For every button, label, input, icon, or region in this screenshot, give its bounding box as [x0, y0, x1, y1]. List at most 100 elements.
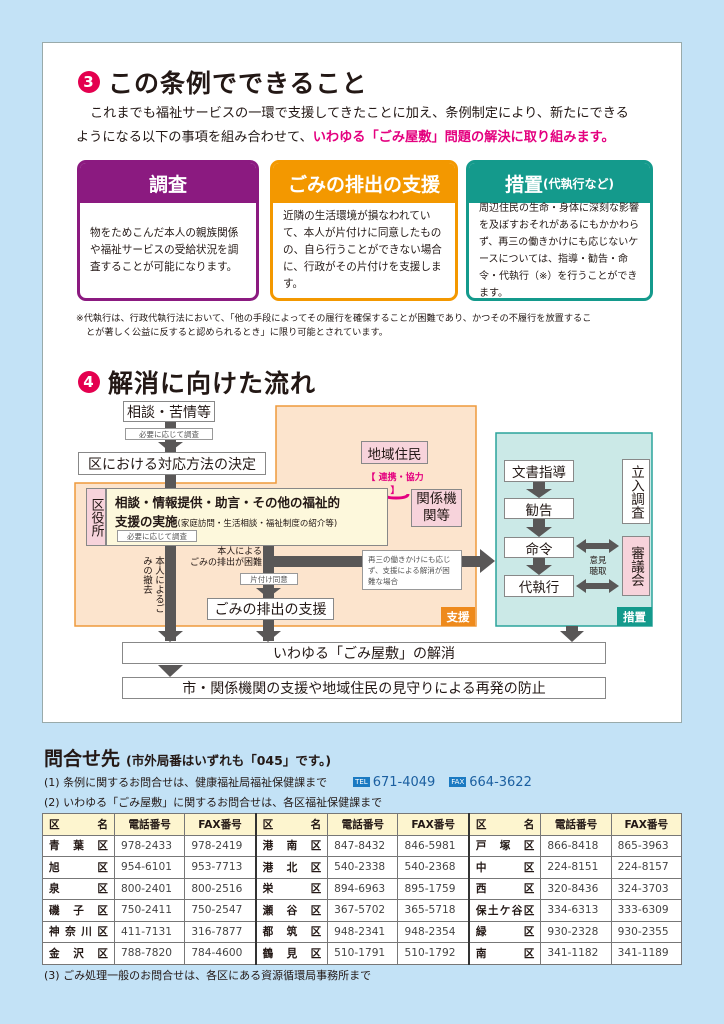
section-number-badge: 3: [78, 71, 100, 93]
intro-line2: ようになる以下の事項を組み合わせて、いわゆる「ごみ屋敷」問題の解決に取り組みます…: [76, 126, 615, 145]
ward-name: 金沢区: [42, 942, 115, 965]
section3-title: 3 この条例でできること: [78, 64, 368, 100]
intro-plain: ようになる以下の事項を組み合わせて、: [76, 130, 313, 145]
ward-name: 神奈川区: [42, 920, 115, 943]
fax-number: 324-3703: [610, 877, 683, 900]
cooperation-text: 連携・協力: [378, 473, 424, 483]
column-header: 区 名: [42, 813, 115, 836]
ward-office-label: 区役所: [86, 488, 106, 546]
arrow-right-icon: [480, 549, 495, 573]
phone-number: 540-2338: [327, 856, 399, 879]
fax-number: 341-1189: [610, 942, 683, 965]
self-removal-label: 本人によるごみの撤去: [141, 556, 164, 613]
fax-number: 978-2419: [184, 834, 257, 857]
intro-line1: これまでも福祉サービスの一環で支援してきたことに加え、条例制定により、新たにでき…: [90, 106, 629, 121]
decision-box: 区における対応方法の決定: [78, 452, 266, 475]
fax-icon: FAX: [449, 777, 467, 787]
ward-name: 港北区: [254, 856, 329, 879]
difficult-label: 本人による ごみの排出が困難: [189, 547, 262, 568]
section-number-badge: 4: [78, 371, 100, 393]
arrow-down-icon: [526, 527, 552, 537]
fax-number: 540-2368: [397, 856, 470, 879]
ward-name: 戸塚区: [467, 834, 542, 857]
ward-name: 都筑区: [254, 920, 329, 943]
ward-name: 青葉区: [42, 834, 115, 857]
footnote-line1: ※代執行は、行政代執行法において、「他の手段によってその履行を確保することが困難…: [76, 313, 592, 324]
fax-number: 224-8157: [610, 856, 683, 879]
investigate-label: 必要に応じて調査: [125, 428, 213, 440]
ward-name: 中区: [467, 856, 542, 879]
phone-number: 510-1791: [327, 942, 399, 965]
phone-number: 894-6963: [327, 877, 399, 900]
support-tag: 支援: [441, 607, 475, 626]
arrow-down-icon: [158, 665, 183, 677]
arrow-down-icon: [256, 588, 281, 598]
card-header: 措置(代執行など): [469, 163, 650, 203]
section3-heading: この条例でできること: [108, 69, 368, 98]
flow-bar: [533, 518, 545, 528]
written-guidance-box: 文書指導: [504, 460, 574, 482]
card-measures: 措置(代執行など) 周辺住民の生命・身体に深刻な影響を及ぼすおそれがあるにもかか…: [466, 160, 653, 301]
phone-number: 978-2433: [113, 834, 186, 857]
card-title: ごみの排出の支援: [287, 173, 440, 196]
ward-name: 緑区: [467, 920, 542, 943]
card-subtitle: (代執行など): [543, 176, 614, 191]
tel-number: 671-4049: [372, 774, 436, 790]
phone-number: 847-8432: [327, 834, 399, 857]
phone-number: 800-2401: [113, 877, 186, 900]
contact-item1-text: (1) 条例に関するお問合せは、健康福祉局福祉保健課まで: [44, 776, 328, 789]
cooperation-label: 【 連携・協力 】: [366, 473, 424, 496]
column-header: 区 名: [254, 813, 329, 836]
arrow-down-icon: [560, 626, 584, 642]
fax-number: 333-6309: [610, 899, 683, 922]
measures-tag: 措置: [617, 607, 652, 626]
column-header: 区 名: [467, 813, 542, 836]
arrow-down-icon: [158, 442, 183, 452]
section4-heading: 解消に向けた流れ: [108, 369, 317, 398]
resolved-box: いわゆる「ごみ屋敷」の解消: [122, 642, 606, 664]
double-arrow-icon: [576, 539, 619, 553]
phone-number: 320-8436: [540, 877, 612, 900]
phone-number: 411-7131: [113, 920, 186, 943]
fax-number: 953-7713: [184, 856, 257, 879]
fax-number: 948-2354: [397, 920, 470, 943]
column-header: 電話番号: [540, 813, 612, 836]
flow-bar: [533, 557, 545, 566]
ward-name: 泉区: [42, 877, 115, 900]
fax-number: 510-1792: [397, 942, 470, 965]
card-body: 物をためこんだ本人の親族関係や福祉サービスの受給状況を調査することが可能になりま…: [90, 227, 239, 273]
intro-highlight: いわゆる「ごみ屋敷」問題の解決に取り組みます。: [312, 130, 615, 145]
card-header: ごみの排出の支援: [273, 163, 455, 203]
hearing-label: 意見聴取: [589, 556, 607, 577]
ward-name: 鶴見区: [254, 942, 329, 965]
phone-number: 224-8151: [540, 856, 612, 879]
card-waste-support: ごみの排出の支援 近隣の生活環境が損なわれていて、本人が片付けに同意したものの、…: [270, 160, 458, 301]
fax-number: 316-7877: [184, 920, 257, 943]
tel-icon: TEL: [353, 777, 370, 787]
support-line2: 支援の実施: [115, 514, 178, 529]
phone-number: 367-5702: [327, 899, 399, 922]
card-investigation: 調査 物をためこんだ本人の親族関係や福祉サービスの受給状況を調査することが可能に…: [77, 160, 259, 301]
consent-label: 片付け同意: [240, 573, 298, 585]
flow-diagram-shapes: [74, 405, 653, 677]
footnote-line2: とが著しく公益に反すると認められるとき」に限り可能とされています。: [86, 327, 388, 338]
ward-name: 西区: [467, 877, 542, 900]
fax-number: 865-3963: [610, 834, 683, 857]
contact-title: 問合せ先: [44, 748, 121, 770]
column-header: FAX番号: [184, 813, 257, 836]
contact-item1: (1) 条例に関するお問合せは、健康福祉局福祉保健課まで TEL 671-404…: [44, 774, 532, 790]
onsite-inspection-box: 立入調査: [622, 459, 650, 524]
flow-bar: [533, 482, 545, 490]
consult-box: 相談・苦情等: [123, 401, 215, 422]
escalation-note: 再三の働きかけにも応じず、支援による解消が困難な場合: [362, 550, 462, 590]
contact-heading: 問合せ先 (市外局番はいずれも「045」です。): [44, 744, 331, 771]
ward-name: 磯子区: [42, 899, 115, 922]
phone-number: 341-1182: [540, 942, 612, 965]
fax-number: 800-2516: [184, 877, 257, 900]
phone-number: 954-6101: [113, 856, 186, 879]
fax-number: 930-2355: [610, 920, 683, 943]
